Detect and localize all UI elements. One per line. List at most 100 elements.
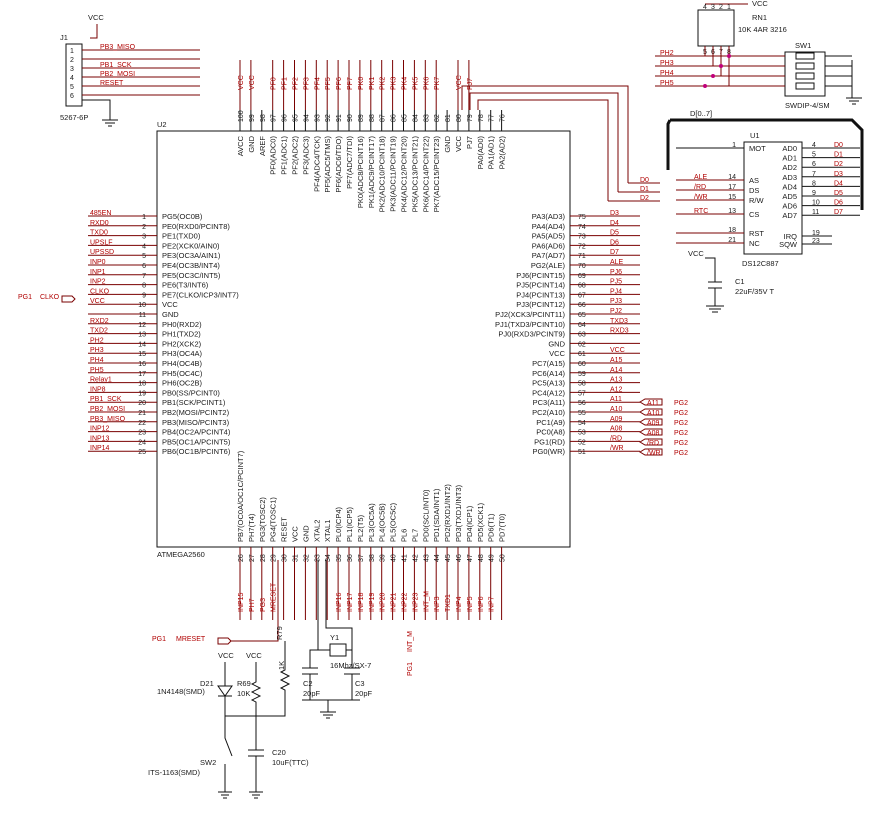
u2-left-pin-number: 19 [138, 390, 146, 397]
u2-left-net-label: PB3_MISO [90, 416, 126, 423]
u2-bottom-pin-number: 35 [336, 554, 343, 562]
u1-left-net-label: ALE [694, 174, 708, 181]
u2-right-pin-name: PJ2(XCK3/PCINT11) [495, 310, 565, 319]
u2-bottom-pin-number: 31 [293, 554, 300, 562]
rn1-vcc: VCC [752, 0, 768, 8]
sw1-toggle-icon [795, 52, 815, 60]
u2-right-pin-name: PC6(A14) [532, 369, 565, 378]
u2-top-net-label: PF4 [314, 77, 321, 90]
j1-vcc: VCC [88, 13, 104, 22]
u1-part: DS12C887 [742, 259, 779, 268]
u2-top-pin-number: 90 [347, 114, 354, 122]
u2-bottom-pin-name: PG3(TOSC2) [258, 497, 267, 542]
u1-left-pin-name: RST [749, 229, 764, 238]
u1-right-pin-name: AD4 [782, 182, 797, 191]
u2-left-pin-number: 12 [138, 322, 146, 329]
u2-mcu: U2 ATMEGA2560 100AVCCVCC99GNDVCC98AREF97… [88, 60, 660, 620]
u2-bottom-net-label: INP6 [478, 596, 485, 612]
u2-left-pin-name: PB1(SCK/PCINT1) [162, 398, 226, 407]
u1-left-pin-name: MOT [749, 144, 766, 153]
u1-right-pin-name: AD2 [782, 163, 797, 172]
u2-right-net-label: A13 [610, 377, 623, 384]
u2-bottom-pin-name: RESET [280, 517, 289, 542]
c2-value: 20pF [303, 689, 321, 698]
j1-pin-number: 5 [70, 84, 74, 91]
r69-ref: R69 [237, 679, 251, 688]
u2-left-pin-name: PH6(OC2B) [162, 379, 203, 388]
u2-right-pin-number: 57 [578, 390, 586, 397]
u2-bottom-net-label: INP15 [238, 592, 245, 612]
u1-right-net-label: D3 [834, 171, 843, 178]
rn1-top-pin: 2 [719, 4, 723, 11]
u1-left-pin-number: 1 [732, 142, 736, 149]
u2-right-pin-number: 67 [578, 292, 586, 299]
port-arrow-icon [639, 398, 663, 406]
u2-right-net-label: ALE [610, 259, 624, 266]
u2-right-pin-number: 71 [578, 253, 586, 260]
u2-left-pin-name: PE4(OC3B/INT4) [162, 261, 220, 270]
u2-right-pin-name: PA4(AD4) [532, 222, 566, 231]
address-bus-wiring [461, 85, 629, 201]
u2-bottom-pin-number: 48 [478, 554, 485, 562]
u1-right-net-label: D6 [834, 200, 843, 207]
u2-left-net-label: VCC [90, 298, 105, 305]
port-mreset: MRESET [176, 636, 206, 643]
u2-left-net-label: CLKO [90, 288, 110, 295]
u2-top-net-label: PK3 [391, 77, 398, 90]
u2-left-net-label: TXD0 [90, 230, 108, 237]
u2-right-pin-name: VCC [549, 349, 565, 358]
u2-right-net-label: A09 [610, 416, 623, 423]
u2-left-net-label: INP8 [90, 386, 106, 393]
u2-bottom-pin-name: PD6(T1) [487, 513, 496, 542]
u2-bottom-pin-name: PL0(ICP4) [334, 506, 343, 542]
port-pg2: PG2 [674, 410, 688, 417]
u2-left-net-label: INP12 [90, 426, 110, 433]
port-pg1-intm: PG1 [407, 662, 414, 676]
u2-top-pin-name: PA0(AD0) [476, 136, 485, 170]
u2-right-pin-number: 73 [578, 234, 586, 241]
u2-top-pin-name: PK0(ADC8/PCINT16) [356, 136, 365, 209]
u2-left-pin-name: PE5(OC3C/INT5) [162, 271, 221, 280]
u2-right-pin-name: PJ1(TXD3/PCINT10) [495, 320, 566, 329]
u2-top-pin-name: PF5(ADC5/TMS) [323, 135, 332, 192]
u2-right-net-label: A14 [610, 367, 623, 374]
u1-left-pin-name: AS [749, 176, 759, 185]
u2-top-pin-number: 83 [423, 114, 430, 122]
u2-left-net-label: INP14 [90, 445, 110, 452]
u2-left-pin-name: PE0(RXD0/PCINT8) [162, 222, 230, 231]
u2-top-net-label: VCC [238, 75, 245, 90]
u1-left-pin-number: 14 [728, 174, 736, 181]
c3-value: 20pF [355, 689, 373, 698]
u2-right-pin-number: 70 [578, 263, 586, 270]
u2-bottom-pin-number: 42 [412, 554, 419, 562]
u2-bottom-pin-number: 49 [489, 554, 496, 562]
u2-right-net-label: A15 [610, 357, 623, 364]
sw1-toggle-icon [795, 82, 815, 90]
u2-bottom-pin-name: PD2(RXD1/INT2) [443, 484, 452, 542]
u2-bottom-pin-name: XTAL2 [312, 520, 321, 542]
u2-left-pin-number: 10 [138, 302, 146, 309]
u2-top-net-label: VCC [456, 75, 463, 90]
u2-bottom-pin-number: 27 [249, 554, 256, 562]
u2-bottom-pin-name: PL6 [400, 529, 409, 542]
u2-top-pin-name: PA1(AD1) [487, 136, 496, 170]
u2-bottom-pin-number: 45 [445, 554, 452, 562]
u2-top-pin-name: PF2(ADC2) [291, 136, 300, 175]
u2-top-right-net-label: D1 [640, 186, 649, 193]
port-pg2: PG2 [674, 440, 688, 447]
u2-bottom-net-label: INP21 [391, 592, 398, 612]
u2-right-pin-number: 53 [578, 430, 586, 437]
u2-top-pin-number: 96 [282, 114, 289, 122]
u1-left-net-label: /WR [694, 194, 708, 201]
u2-bottom-net-label: INP5 [467, 596, 474, 612]
u2-bottom-pin-number: 33 [314, 554, 321, 562]
u2-bottom-net-label: PG3 [260, 598, 267, 612]
u2-right-net-label: A10 [610, 406, 623, 413]
sw1-toggle-icon [795, 62, 815, 70]
reset-vcc-d: VCC [218, 651, 234, 660]
port-pg2: PG2 [674, 400, 688, 407]
u2-left-pin-name: PH3(OC4A) [162, 349, 203, 358]
u2-top-net-label: PF6 [336, 77, 343, 90]
u2-top-net-label: PF3 [303, 77, 310, 90]
